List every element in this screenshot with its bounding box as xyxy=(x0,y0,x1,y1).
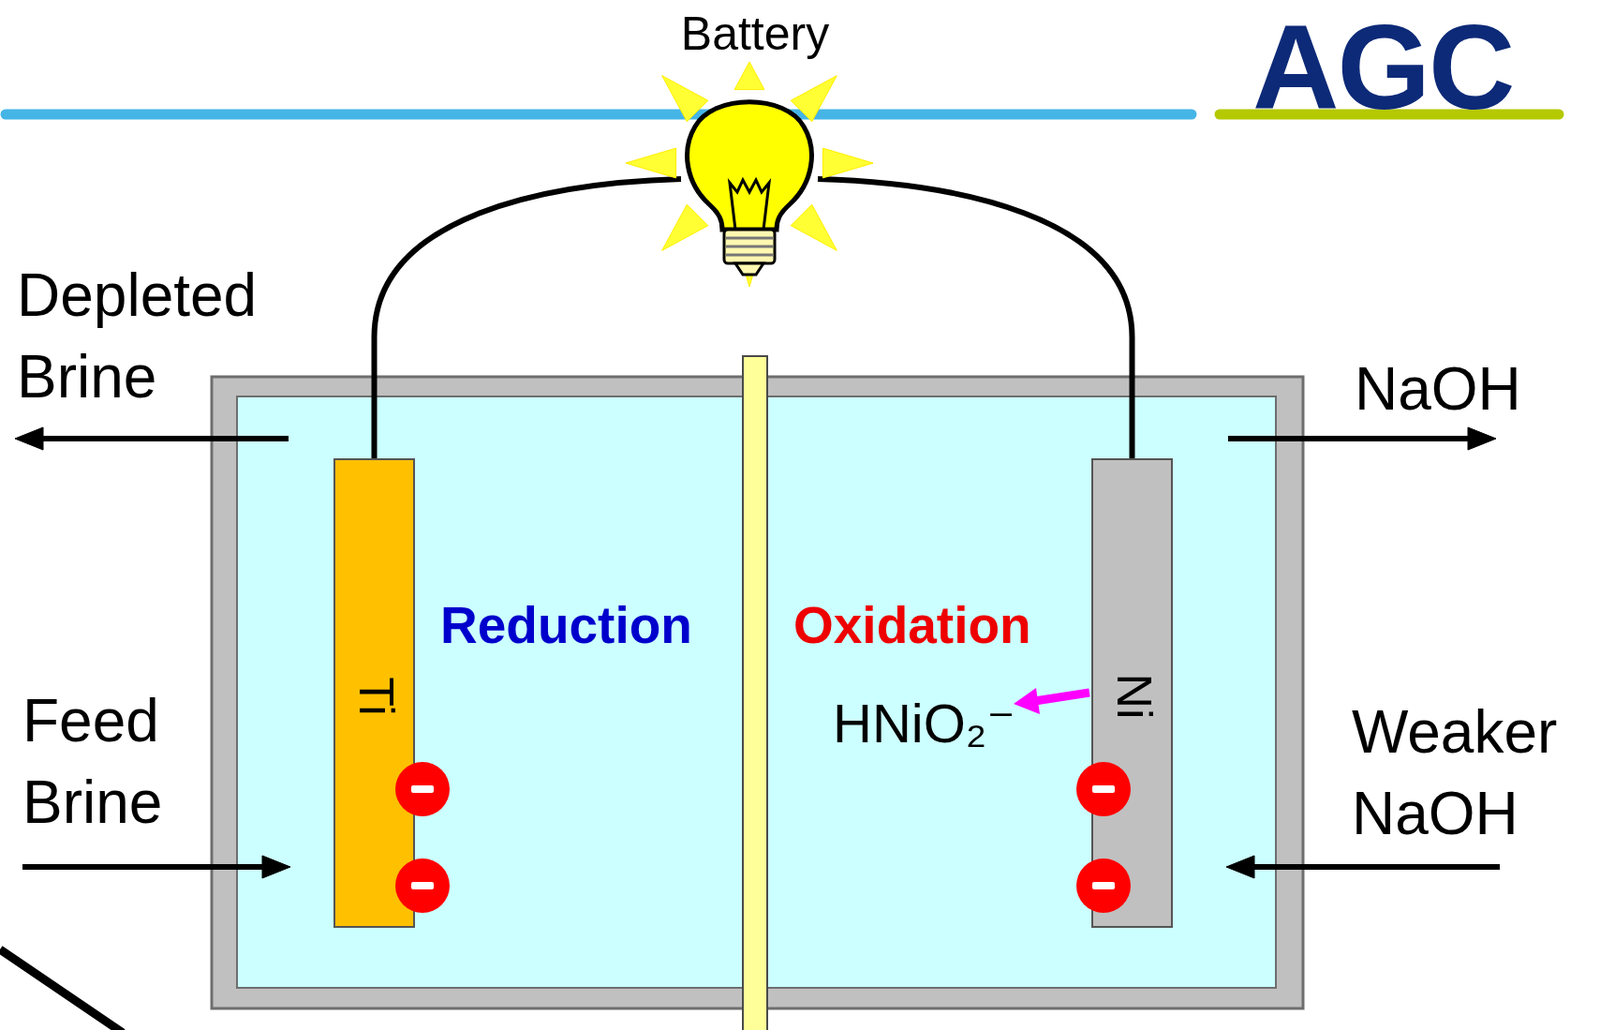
minus-sign xyxy=(411,881,434,889)
flow-arrow xyxy=(22,863,272,870)
wire xyxy=(817,178,1133,459)
corner-line xyxy=(0,948,123,1030)
half-reaction-label: Oxidation xyxy=(793,595,1032,655)
arrow-head xyxy=(1226,855,1255,878)
filament xyxy=(729,179,770,230)
half-reaction-label: Reduction xyxy=(440,595,693,655)
ion-formula: HNiO₂⁻ xyxy=(832,691,1016,755)
socket-thread xyxy=(725,245,773,249)
bulb-socket xyxy=(724,229,775,264)
light-ray xyxy=(790,75,837,122)
arrow-head xyxy=(1467,427,1497,450)
minus-sign xyxy=(1092,881,1115,889)
stream-label: Depleted Brine xyxy=(16,254,298,418)
company-logo: AGC xyxy=(1252,0,1513,136)
negative-charge xyxy=(1076,761,1131,816)
socket-thread xyxy=(725,253,773,257)
flow-arrows xyxy=(14,427,1500,878)
bulb-glass xyxy=(687,102,813,230)
negative-charge xyxy=(1076,858,1131,913)
header-rule-blue xyxy=(5,109,1192,120)
minus-sign xyxy=(411,785,434,793)
minus-sign xyxy=(1092,785,1115,793)
flow-arrow xyxy=(1228,435,1476,442)
flow-arrow xyxy=(1244,863,1500,870)
light-ray xyxy=(662,204,709,251)
stream-label: Weaker NaOH xyxy=(1351,691,1586,855)
battery-label: Battery xyxy=(681,7,830,60)
socket-thread xyxy=(725,237,773,240)
wire xyxy=(374,178,682,459)
light-ray xyxy=(790,204,837,251)
negative-charge xyxy=(395,761,450,816)
electrode-label: Ni xyxy=(1107,672,1160,719)
electrode-label: Ti xyxy=(349,676,402,715)
light-bulb: Battery xyxy=(681,93,818,276)
light-ray xyxy=(734,61,765,90)
negative-charge xyxy=(395,858,450,913)
light-ray xyxy=(662,75,709,122)
bulb-symbol xyxy=(681,93,818,276)
stream-label: Feed Brine xyxy=(22,680,248,844)
membrane xyxy=(742,355,768,1030)
arrow-head xyxy=(1013,687,1040,714)
bulb-tip xyxy=(735,263,764,275)
electrode: Ni xyxy=(1091,458,1173,928)
stream-label: NaOH xyxy=(1354,354,1522,424)
arrow-head xyxy=(262,855,291,878)
flow-arrow xyxy=(33,435,289,442)
arrow-head xyxy=(14,427,44,450)
electrode: Ti xyxy=(333,458,415,928)
light-ray xyxy=(822,148,874,178)
light-ray xyxy=(625,148,677,178)
